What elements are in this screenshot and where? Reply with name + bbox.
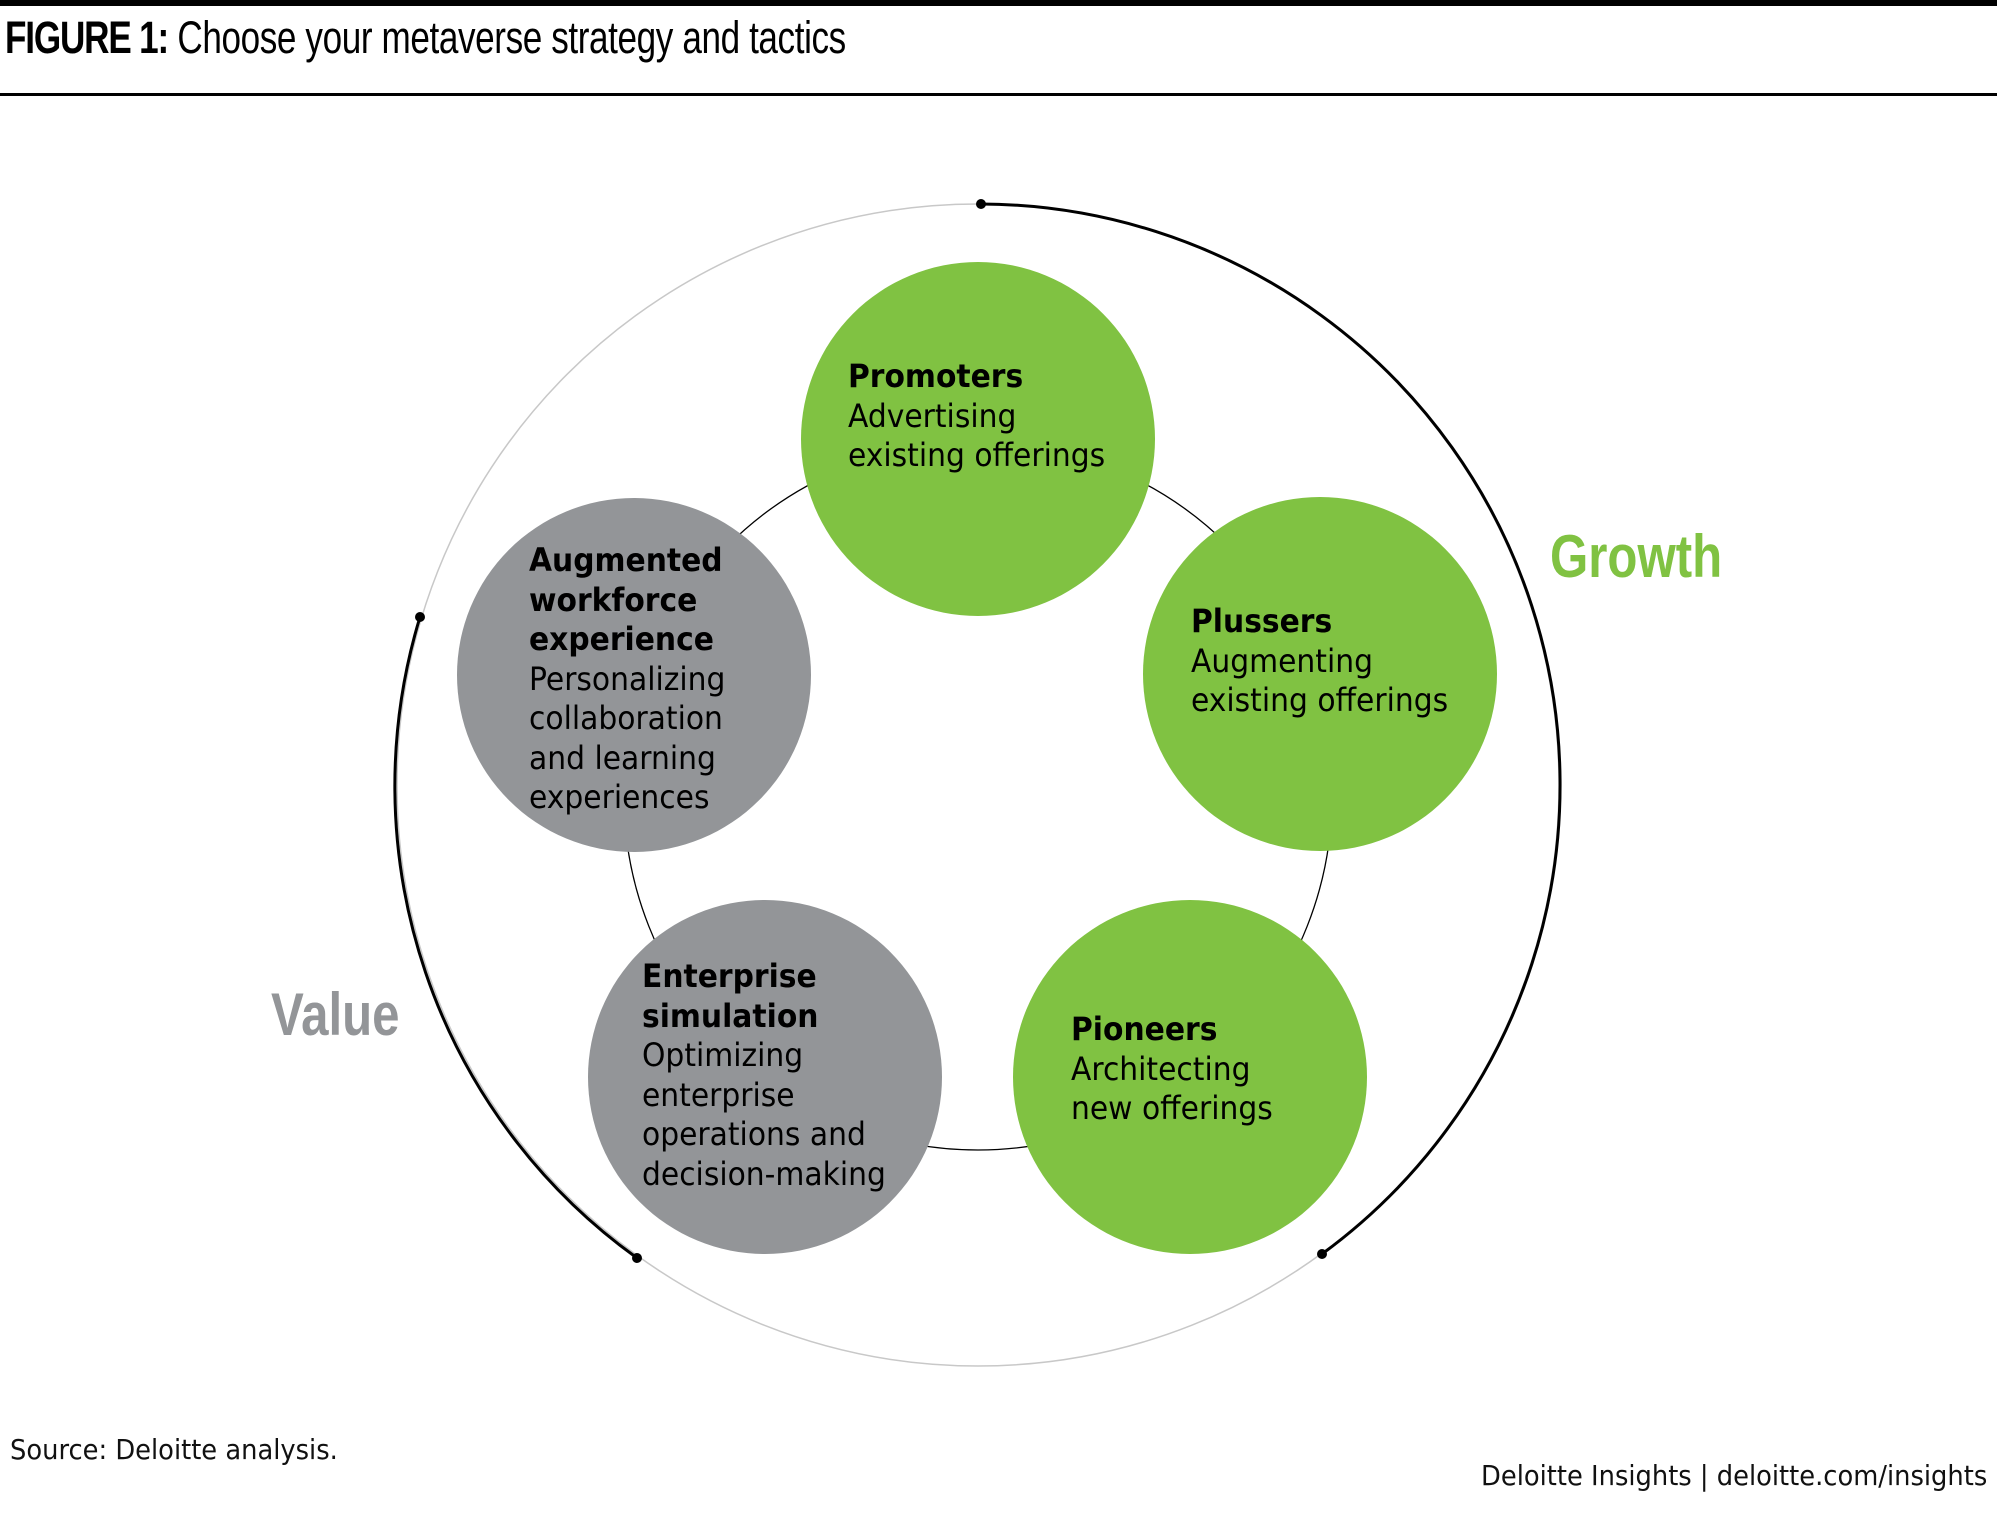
tactic-description-line: existing offerings bbox=[848, 436, 1106, 474]
figure-title: FIGURE 1: Choose your metaverse strategy… bbox=[5, 12, 846, 64]
tactic-description-line: Architecting bbox=[1071, 1049, 1251, 1088]
tactic-plussers: Plussers Augmenting existing offerings bbox=[1191, 602, 1448, 721]
tactic-name: Pioneers bbox=[1071, 1010, 1218, 1048]
tactic-augmented-workforce-experience: Augmented workforce experience Personali… bbox=[529, 541, 725, 818]
header-rule bbox=[0, 93, 1997, 96]
top-bar bbox=[0, 0, 1997, 6]
bubble-augmented-workforce bbox=[457, 498, 811, 852]
tactic-description-line: Optimizing bbox=[642, 1036, 804, 1074]
tactic-description-line: operations and bbox=[642, 1115, 866, 1153]
tactic-description-line: Personalizing bbox=[529, 659, 726, 698]
value-label: Value bbox=[271, 981, 400, 1048]
tactic-pioneers: Pioneers Architecting new offerings bbox=[1071, 1010, 1273, 1129]
arc-end-dot-bottom-right bbox=[1317, 1249, 1327, 1259]
tactic-description-line: enterprise bbox=[642, 1075, 795, 1114]
figure-title-text: Choose your metaverse strategy and tacti… bbox=[177, 12, 846, 63]
tactic-name-line: experience bbox=[529, 620, 714, 658]
tactic-description-line: existing offerings bbox=[1191, 681, 1449, 719]
tactic-description-line: Advertising bbox=[848, 396, 1017, 435]
tactic-promoters: Promoters Advertising existing offerings bbox=[848, 357, 1105, 476]
figure-label: FIGURE 1: bbox=[5, 12, 169, 63]
tactic-description-line: Augmenting bbox=[1191, 641, 1373, 680]
bubble-enterprise-simulation bbox=[588, 900, 942, 1254]
arc-end-dot-top bbox=[976, 199, 986, 209]
source-note: Source: Deloitte analysis. bbox=[10, 1433, 338, 1466]
tactic-description-line: and learning bbox=[529, 738, 716, 777]
arc-end-dot-bottom-left bbox=[632, 1253, 642, 1263]
tactic-name-line: simulation bbox=[642, 996, 819, 1035]
growth-label: Growth bbox=[1550, 523, 1723, 590]
tactic-name-line: Augmented bbox=[529, 541, 723, 579]
tactic-description-line: experiences bbox=[529, 778, 710, 816]
tactic-description-line: decision-making bbox=[642, 1154, 886, 1193]
tactic-name: Promoters bbox=[848, 357, 1024, 395]
tactic-name-line: workforce bbox=[529, 580, 698, 619]
tactic-name-line: Enterprise bbox=[642, 957, 817, 995]
growth-arc bbox=[980, 202, 1562, 1256]
value-arc bbox=[393, 616, 638, 1260]
tactic-description-line: collaboration bbox=[529, 699, 723, 737]
tactic-name: Plussers bbox=[1191, 602, 1333, 640]
bubble-promoters bbox=[801, 262, 1155, 616]
bubble-plussers bbox=[1143, 497, 1497, 851]
bubble-pioneers bbox=[1013, 900, 1367, 1254]
tactic-enterprise-simulation: Enterprise simulation Optimizing enterpr… bbox=[642, 957, 886, 1194]
tactic-description-line: new offerings bbox=[1071, 1089, 1273, 1127]
arc-end-dot-left bbox=[415, 612, 425, 622]
credit-line: Deloitte Insights | deloitte.com/insight… bbox=[1480, 1459, 1987, 1492]
